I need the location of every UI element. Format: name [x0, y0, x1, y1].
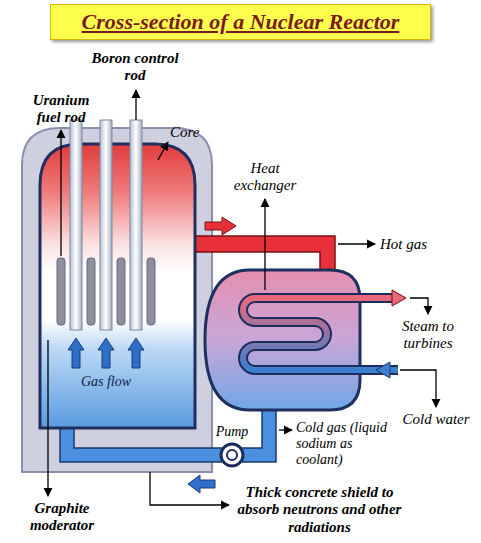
flow-label: Steam to turbines	[388, 318, 468, 353]
title-text: Cross-section of a Nuclear Reactor	[51, 5, 430, 39]
part-label: Boron control rod	[80, 50, 190, 85]
part-label: Thick concrete shield to absorb neutrons…	[232, 484, 407, 536]
part-label: Uranium fuel rod	[21, 92, 101, 127]
flow-label: Hot gas	[380, 236, 470, 253]
flow-label: Cold water	[398, 411, 474, 428]
part-label: Core	[170, 124, 210, 141]
part-label: Pump	[210, 424, 254, 440]
title-banner: Cross-section of a Nuclear Reactor	[50, 4, 431, 40]
flow-label: Cold gas (liquid sodium as coolant)	[296, 420, 392, 468]
part-label: Heat exchanger	[225, 160, 305, 195]
flow-label: Gas flow	[66, 374, 146, 390]
part-label: Graphite moderator	[10, 500, 114, 535]
